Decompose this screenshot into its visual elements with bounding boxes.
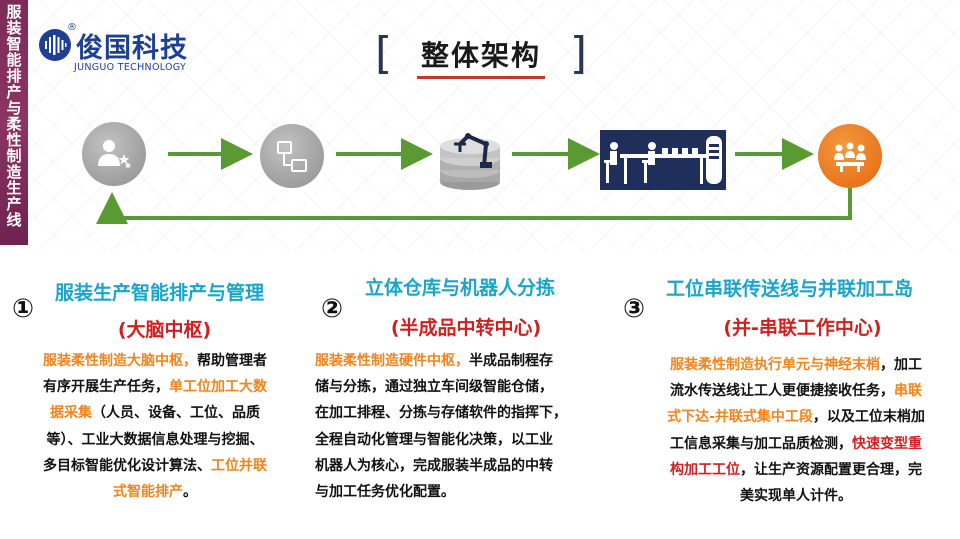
side-title-text: 服装智能排产与柔性制造生产线 xyxy=(4,4,23,228)
body-line: 构加工工位，让生产资源配置更合理，完 xyxy=(640,457,952,483)
highlight-text: 据采集 xyxy=(50,405,92,422)
flow-node-workcenter xyxy=(818,124,882,188)
body-text: ，加工 xyxy=(880,357,922,373)
logo-subtitle: JUNGUO TECHNOLOGY xyxy=(74,62,187,73)
worker-stars-icon xyxy=(98,140,132,169)
registered-mark: ® xyxy=(67,22,77,33)
body-text: 流水传送线让工人更便捷接收任务， xyxy=(670,383,894,400)
section-1-title: 服装生产智能排产与管理 xyxy=(55,282,265,304)
body-line: 流水传送线让工人更便捷接收任务，串联 xyxy=(640,378,952,404)
logo-dots-icon xyxy=(39,29,71,61)
body-line: 服装柔性制造大脑中枢，帮助管理者 xyxy=(20,348,290,374)
body-text: 机器人为核心，完成服装半成品的中转 xyxy=(315,457,553,474)
body-text: （人员、设备、工位、品质 xyxy=(92,405,260,422)
body-line: 式下达-并联式集中工段，以及工位末梢加 xyxy=(640,404,952,430)
body-text: 储与分拣，通过独立车间级智能仓储， xyxy=(315,379,553,396)
title-text: 整体架构 xyxy=(420,39,541,72)
body-line: 据采集（人员、设备、工位、品质 xyxy=(20,400,290,426)
section-2-title: 立体仓库与机器人分拣 xyxy=(365,277,556,299)
robot-arm-warehouse-icon xyxy=(440,133,500,190)
highlight-text: 服装柔性制造大脑中枢， xyxy=(43,353,197,369)
section-3-number: ③ xyxy=(623,294,646,324)
body-line: 服装柔性制造硬件中枢，半成品制程存 xyxy=(315,348,625,374)
highlight-text: 构加工工位 xyxy=(670,461,740,478)
body-text: ，以及工位末梢加 xyxy=(812,409,925,426)
page-title: [ 整体架构 ] xyxy=(375,30,587,80)
highlight-text: 服装柔性制造硬件中枢， xyxy=(315,353,469,369)
body-line: 在加工排程、分拣与存储软件的指挥下， xyxy=(315,400,625,426)
flow-arrows xyxy=(96,138,852,224)
assembly-line-workers-icon xyxy=(604,136,722,184)
section-3-body: 服装柔性制造执行单元与神经末梢，加工流水传送线让工人更便捷接收任务，串联式下达-… xyxy=(640,352,952,509)
side-title-bar: 服装智能排产与柔性制造生产线 xyxy=(0,0,28,245)
section-2-body: 服装柔性制造硬件中枢，半成品制程存储与分拣，通过独立车间级智能仓储， 在加工排程、… xyxy=(315,348,625,505)
highlight-text: 工位并联 xyxy=(211,457,267,474)
title-underline xyxy=(417,76,545,79)
title-bracket-right: ] xyxy=(569,28,587,79)
body-line: 等）、工业大数据信息处理与挖掘、 xyxy=(20,427,290,453)
body-text: 与加工任务优化配置。 xyxy=(315,484,455,501)
body-text: 等）、工业大数据信息处理与挖掘、 xyxy=(46,431,264,448)
body-line: 有序开展生产任务，单工位加工大数 xyxy=(20,374,290,400)
body-line: 与加工任务优化配置。 xyxy=(315,479,625,505)
network-hierarchy-icon xyxy=(277,141,307,172)
flow-node-warehouse xyxy=(434,122,506,194)
body-text: 半成品制程存 xyxy=(469,353,553,369)
section-2-number: ② xyxy=(321,294,344,324)
feedback-loop-arrow xyxy=(96,188,852,224)
flow-node-scheduling xyxy=(82,122,146,186)
section-1-subtitle: (大脑中枢) xyxy=(117,319,212,341)
section-3-title: 工位串联传送线与并联加工岛 xyxy=(666,278,914,300)
highlight-text: 式智能排产 xyxy=(113,484,183,501)
body-text: 。 xyxy=(183,484,197,501)
body-line: 式智能排产。 xyxy=(20,479,290,505)
section-3-subtitle: (并-串联工作中心) xyxy=(723,317,882,339)
body-line: 储与分拣，通过独立车间级智能仓储， xyxy=(315,374,625,400)
section-2-subtitle: (半成品中转中心) xyxy=(390,317,542,339)
section-1-number: ① xyxy=(12,294,35,324)
body-line: 机器人为核心，完成服装半成品的中转 xyxy=(315,453,625,479)
highlight-text: 服装柔性制造执行单元与神经末梢 xyxy=(670,357,880,373)
logo-name: 俊国科技 xyxy=(76,33,188,64)
highlight-text: 单工位加工大数 xyxy=(169,379,267,396)
highlight-text: 式下达-并联式集中工段 xyxy=(667,409,813,426)
body-text: 多目标智能优化设计算法、 xyxy=(43,457,211,474)
body-line: 工信息采集与加工品质检测，快速变型重 xyxy=(640,431,952,457)
body-line: 服装柔性制造执行单元与神经末梢，加工 xyxy=(640,352,952,378)
highlight-text: 快速变型重 xyxy=(852,435,922,452)
body-text: 全程自动化管理与智能化决策，以工业 xyxy=(315,431,553,448)
team-meeting-icon xyxy=(834,142,866,172)
title-bracket-left: [ xyxy=(375,28,393,79)
body-text: 美实现单人计件。 xyxy=(740,488,852,505)
highlight-text: 串联 xyxy=(894,383,922,400)
body-line: 多目标智能优化设计算法、工位并联 xyxy=(20,453,290,479)
body-text: 工信息采集与加工品质检测， xyxy=(670,435,852,452)
body-text: 在加工排程、分拣与存储软件的指挥下， xyxy=(315,405,567,422)
body-text: 有序开展生产任务， xyxy=(43,379,169,396)
flow-node-network xyxy=(260,124,324,188)
body-line: 全程自动化管理与智能化决策，以工业 xyxy=(315,427,625,453)
section-1-body: 服装柔性制造大脑中枢，帮助管理者有序开展生产任务，单工位加工大数据采集（人员、设… xyxy=(20,348,290,505)
body-text: 帮助管理者 xyxy=(197,353,267,369)
flow-node-assembly-line xyxy=(600,130,726,190)
body-text: ，让生产资源配置更合理，完 xyxy=(740,461,922,478)
body-line: 美实现单人计件。 xyxy=(640,483,952,509)
